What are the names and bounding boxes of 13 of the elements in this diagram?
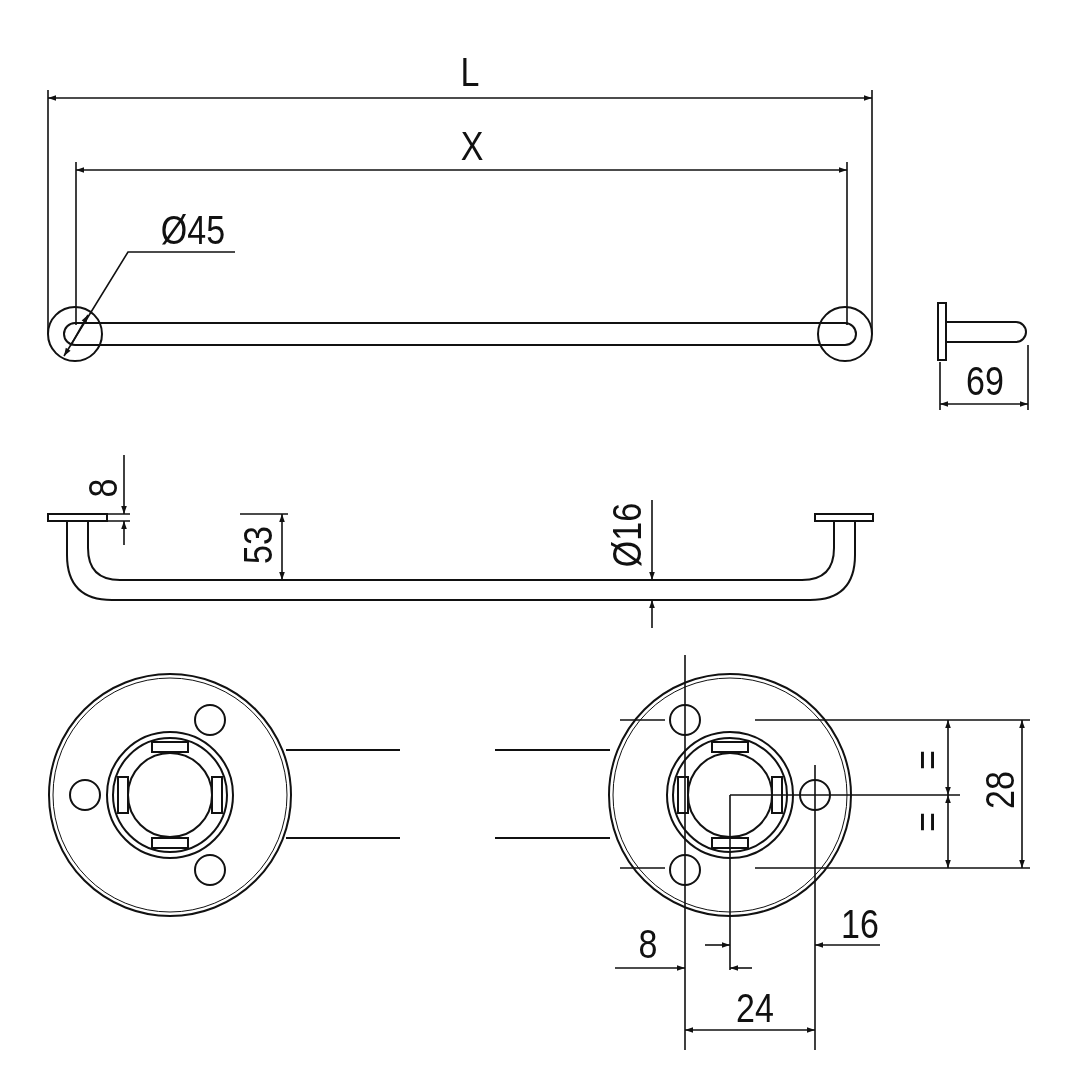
dimension-value: L: [460, 52, 480, 92]
dimension-value: 8: [638, 924, 658, 964]
dimension-value: 28: [980, 771, 1020, 809]
dimension-value: =: [907, 812, 947, 832]
dimension-value: Ø16: [607, 502, 647, 568]
dimension-value: 24: [736, 988, 774, 1028]
dimension-value: 53: [238, 526, 278, 564]
dimension-value: 69: [966, 361, 1004, 401]
dimension-value: =: [907, 750, 947, 770]
dimension-value: X: [460, 126, 484, 166]
dimension-value: Ø45: [160, 210, 226, 250]
dimension-value: 16: [841, 904, 879, 944]
dimension-value: 8: [83, 478, 123, 498]
